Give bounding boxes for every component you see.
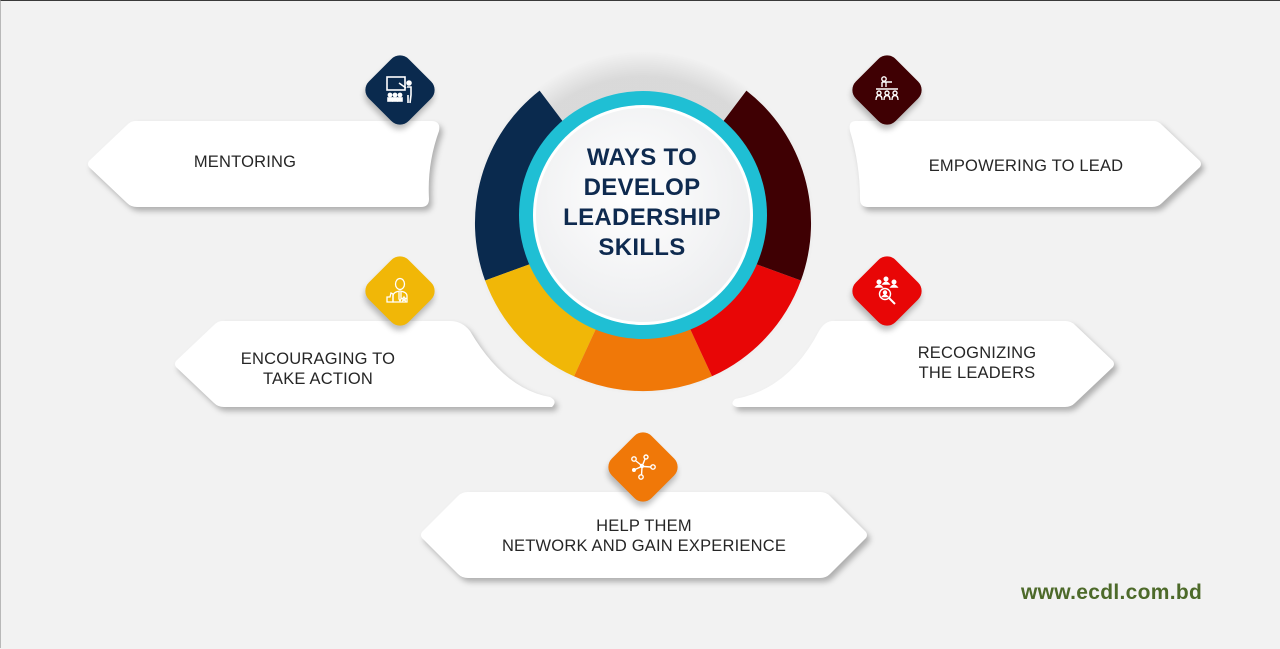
- card-encouraging: ENCOURAGING TO TAKE ACTION: [174, 319, 558, 409]
- card-label: HELP THEM NETWORK AND GAIN EXPERIENCE: [501, 517, 787, 555]
- ring-segment-yellow: [485, 260, 599, 377]
- card-mentoring: MENTORING: [87, 119, 441, 209]
- diagram-title: WAYS TO DEVELOP LEADERSHIP SKILLS: [563, 144, 721, 261]
- card-recognizing: RECOGNIZING THE LEADERS: [729, 319, 1115, 409]
- search-people-icon: [859, 263, 915, 319]
- network-nodes-icon: [615, 439, 671, 495]
- ring-segment-red: [687, 260, 801, 377]
- person-thumbs-up-icon: [372, 263, 428, 319]
- card-label: RECOGNIZING THE LEADERS: [917, 344, 1037, 382]
- card-label: ENCOURAGING TO TAKE ACTION: [240, 350, 396, 388]
- card-empowering: EMPOWERING TO LEAD: [846, 119, 1202, 209]
- team-leader-icon: [859, 62, 915, 118]
- teacher-presentation-icon: [372, 62, 428, 118]
- website-url[interactable]: www.ecdl.com.bd: [1021, 581, 1203, 604]
- card-label: EMPOWERING TO LEAD: [928, 157, 1124, 175]
- ring-segment-orange: [574, 323, 712, 392]
- card-network: HELP THEM NETWORK AND GAIN EXPERIENCE: [420, 490, 868, 580]
- card-label: MENTORING: [193, 153, 297, 171]
- inner-disc: [536, 108, 750, 322]
